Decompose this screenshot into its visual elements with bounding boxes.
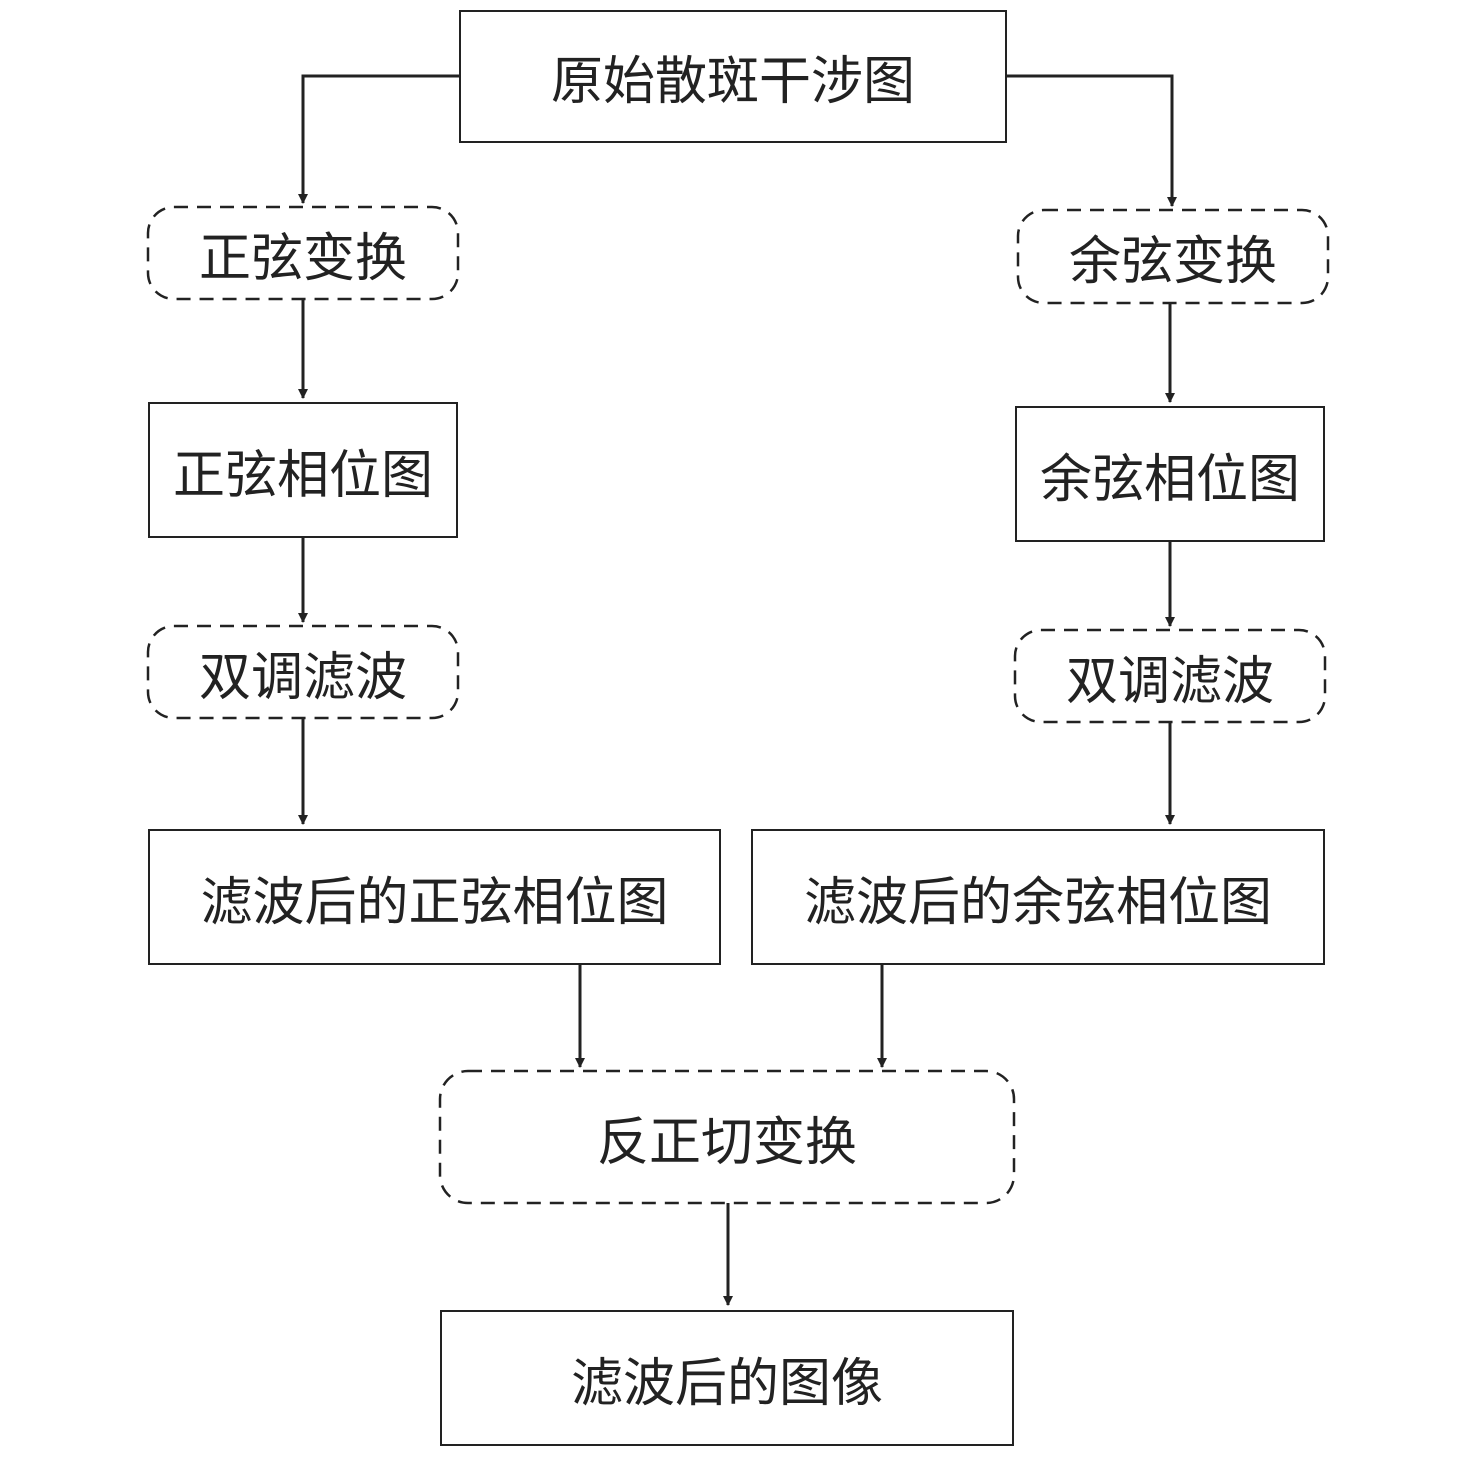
arctan-transform-label: 反正切变换 [596,1112,857,1173]
arrow-original-to-cosine [1007,74,1177,207]
cosine-transform-box [1016,208,1330,305]
original-speckle-pattern-node: 原始散斑干涉图 [459,10,1007,143]
arctan-transform-box [438,1069,1016,1205]
filtered-cosine-phase-map-node: 滤波后的余弦相位图 [751,829,1325,965]
filtered-sine-phase-map-node: 滤波后的正弦相位图 [148,829,721,965]
bilateral-filter-right-label: 双调滤波 [1065,651,1274,712]
cosine-phase-map-node: 余弦相位图 [1015,406,1325,542]
cosine-transform-label: 余弦变换 [1068,232,1277,292]
bilateral-filter-left-label: 双调滤波 [198,647,407,708]
sine-phase-map-node: 正弦相位图 [148,402,458,538]
filtered-image-node: 滤波后的图像 [440,1310,1014,1446]
arrow-original-to-sine [298,74,459,204]
sine-transform-label: 正弦变换 [198,228,407,289]
